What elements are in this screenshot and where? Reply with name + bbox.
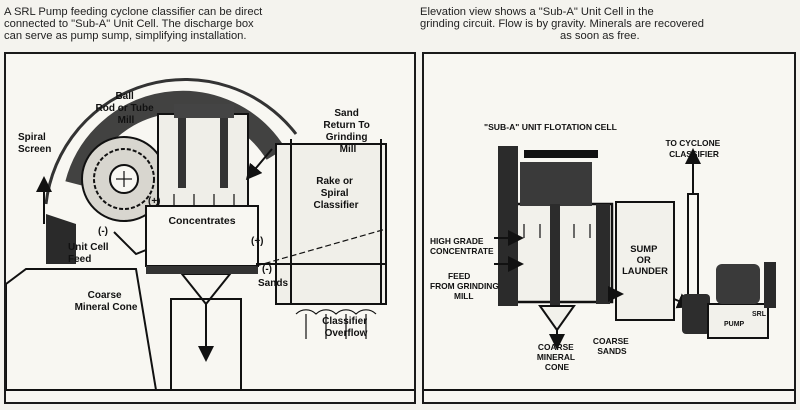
- label-flotation-cell: "SUB-A" UNIT FLOTATION CELL: [484, 122, 617, 132]
- srl-pump-body: [682, 294, 710, 334]
- label-sump: SUMP OR LAUNDER: [622, 243, 668, 276]
- label-ball-mill: Ball Rod or Tube Mill: [96, 91, 157, 126]
- caption-right-line3: as soon as free.: [560, 30, 640, 42]
- concentrate-flow-arrows: [523, 224, 591, 238]
- label-pump: PUMP: [724, 321, 745, 328]
- cell-flow-arrows: [173, 194, 235, 206]
- mill-base-left: [46, 214, 76, 264]
- sand-return-arrow: [245, 148, 273, 181]
- label-to-cyclone: TO CYCLONE CLASSIFIER: [665, 138, 722, 159]
- label-concentrates: Concentrates: [168, 215, 235, 227]
- pump-base: [707, 303, 769, 339]
- label-sand-return: Sand Return To Grinding Mill: [323, 108, 372, 155]
- label-coarse-cone: Coarse Mineral Cone: [75, 290, 138, 313]
- label-plus-2: (+): [251, 236, 264, 247]
- classifier-overflow-arrows: [305, 314, 367, 339]
- caption-left: A SRL Pump feeding cyclone classifier ca…: [4, 6, 262, 42]
- label-minus-2: (-): [262, 264, 272, 275]
- label-spiral-screen: Spiral Screen: [18, 132, 51, 155]
- label-classifier-overflow: Classifier Overflow: [322, 316, 370, 339]
- caption-left-line1: A SRL Pump feeding cyclone classifier ca…: [4, 6, 263, 18]
- impeller-shaft: [550, 204, 560, 314]
- coarse-mineral-cone: [538, 305, 576, 332]
- label-high-grade: HIGH GRADE CONCENTRATE: [430, 236, 494, 256]
- label-sands: Sands: [258, 278, 288, 289]
- cell-drive-housing: [520, 162, 592, 206]
- pump-motor: [716, 264, 760, 304]
- mill-foundation: [6, 268, 158, 391]
- cell-drive-belt: [524, 150, 598, 158]
- label-feed: FEED FROM GRINDING MILL: [430, 271, 501, 301]
- label-classifier: Rake or Spiral Classifier: [313, 176, 358, 211]
- left-diagram: Ball Rod or Tube Mill Spiral Screen Sand…: [6, 78, 414, 391]
- ball-mill-outline: [44, 78, 298, 205]
- caption-right-line2: grinding circuit. Flow is by gravity. Mi…: [420, 18, 704, 30]
- cell-right-column: [596, 204, 610, 304]
- spiral-screen-inner: [93, 148, 155, 210]
- left-diagram-panel: Ball Rod or Tube Mill Spiral Screen Sand…: [4, 52, 416, 404]
- caption-left-line3: can serve as pump sump, simplifying inst…: [4, 30, 247, 42]
- label-coarse-sands: COARSE SANDS: [593, 336, 631, 356]
- caption-right-line1: Elevation view shows a "Sub-A" Unit Cell…: [420, 6, 654, 18]
- caption-right: Elevation view shows a "Sub-A" Unit Cell…: [420, 6, 704, 42]
- unit-cell-feed-pipe: [113, 231, 147, 256]
- label-minus-1: (-): [98, 226, 108, 237]
- ball-mill-shell: [65, 90, 286, 187]
- cyclone-riser-pipe: [687, 193, 699, 305]
- label-plus-1: (+): [148, 196, 161, 207]
- sump-launder: [615, 201, 675, 321]
- classifier-tank: [275, 143, 387, 305]
- caption-left-line2: connected to "Sub-A" Unit Cell. The disc…: [4, 18, 254, 30]
- label-unit-cell-feed: Unit Cell Feed: [68, 242, 111, 265]
- unit-cell-motor: [174, 104, 234, 118]
- label-coarse-mineral-cone: COARSE MINERAL CONE: [537, 342, 577, 372]
- right-diagram: "SUB-A" UNIT FLOTATION CELL TO CYCLONE C…: [424, 122, 794, 391]
- label-srl: SRL: [752, 311, 767, 318]
- cell-plinth: [170, 298, 242, 391]
- right-diagram-panel: "SUB-A" UNIT FLOTATION CELL TO CYCLONE C…: [422, 52, 796, 404]
- motor-end: [764, 262, 776, 308]
